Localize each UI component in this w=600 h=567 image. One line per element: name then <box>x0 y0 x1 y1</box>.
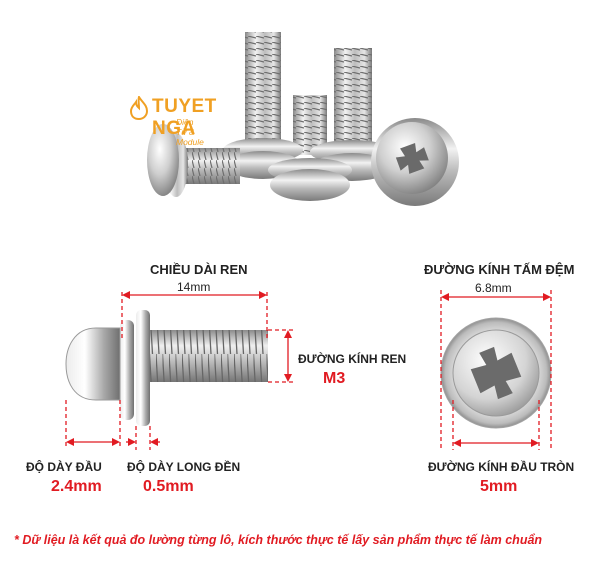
head-thickness-label: ĐỘ DÀY ĐẦU <box>26 460 102 474</box>
brand-name: TUYET NGA <box>152 96 217 139</box>
head-thickness-value: 2.4mm <box>51 478 102 495</box>
head-diameter-label: ĐƯỜNG KÍNH ĐẦU TRÒN <box>428 460 575 474</box>
thread-diameter-value: M3 <box>323 370 346 387</box>
thread-length-value: 14mm <box>177 280 211 294</box>
washer-diameter-value: 6.8mm <box>475 281 512 295</box>
head-diameter-value: 5mm <box>480 478 518 495</box>
phillips-recess-icon <box>470 346 522 400</box>
product-photo <box>147 32 459 206</box>
top-view-screw <box>440 317 552 429</box>
washer-thickness-label: ĐỘ DÀY LONG ĐỀN <box>127 460 241 474</box>
brand-tagline: Điện Tử & Module <box>176 117 204 147</box>
thread-diameter-label: ĐƯỜNG KÍNH REN <box>298 352 407 366</box>
footnote: * Dữ liệu là kết quả đo lường từng lô, k… <box>14 533 543 547</box>
thread-length-label: CHIỀU DÀI REN <box>150 262 248 277</box>
side-view-screw <box>65 310 268 426</box>
washer-diameter-label: ĐƯỜNG KÍNH TẤM ĐỆM <box>424 262 575 277</box>
flame-icon <box>129 96 149 120</box>
washer-thickness-value: 0.5mm <box>143 478 194 495</box>
